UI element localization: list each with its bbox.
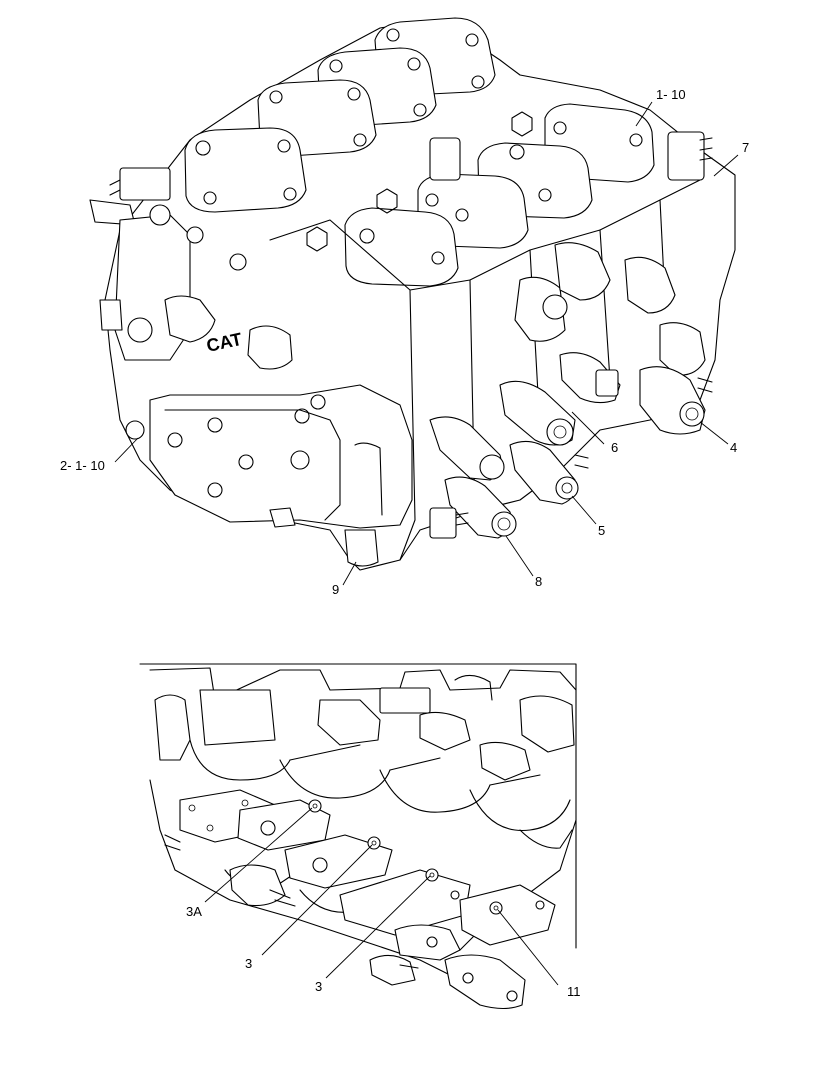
callout-5: 5 — [598, 523, 605, 538]
callout-9: 9 — [332, 582, 339, 597]
main-callouts: 1- 10 7 2- 1- 10 6 4 5 8 9 — [60, 87, 749, 597]
callout-3a: 3A — [186, 904, 202, 919]
detail-leader-lines — [204, 807, 559, 986]
detail-view — [139, 663, 577, 1010]
callout-4: 4 — [730, 440, 737, 455]
callout-3-left: 3 — [245, 956, 252, 971]
main-leader-lines — [114, 101, 739, 586]
callout-2-1-10: 2- 1- 10 — [60, 458, 105, 473]
body-casting-mark: CAT — [205, 329, 244, 356]
callout-1-10: 1- 10 — [656, 87, 686, 102]
callout-8: 8 — [535, 574, 542, 589]
callout-7: 7 — [742, 140, 749, 155]
callout-11: 11 — [567, 984, 581, 999]
callout-6: 6 — [611, 440, 618, 455]
main-valve-illustration: CAT — [89, 17, 736, 571]
callout-3-right: 3 — [315, 979, 322, 994]
detail-callouts: 3A 3 3 11 — [186, 904, 581, 999]
solenoid-group — [429, 131, 713, 539]
